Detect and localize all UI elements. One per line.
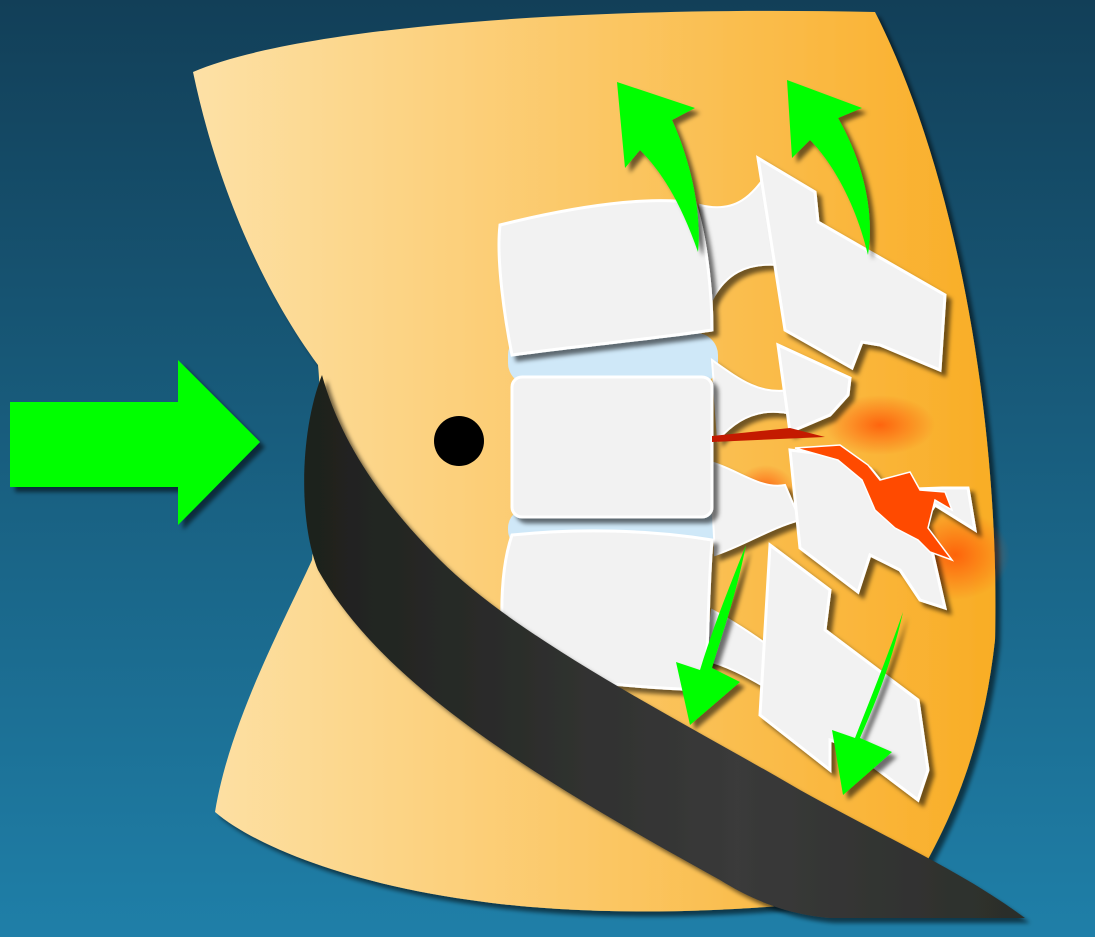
vertebral-body-middle (512, 377, 712, 517)
vertebral-body-upper (499, 201, 712, 355)
pivot-dot (434, 416, 484, 466)
